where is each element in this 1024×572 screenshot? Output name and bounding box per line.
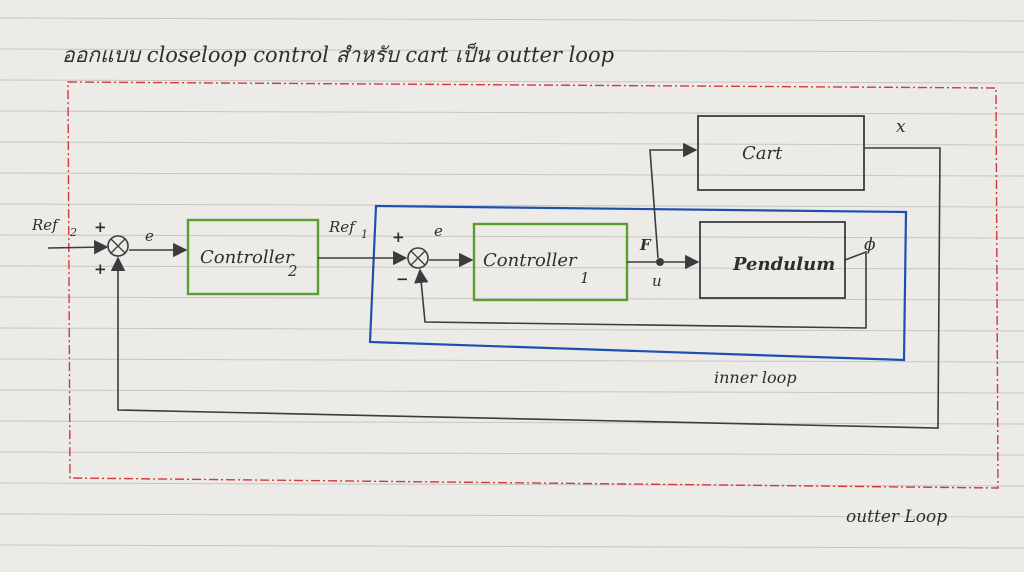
controller-2-label: Controller <box>200 247 295 268</box>
controller-2-subscript: 2 <box>287 262 298 280</box>
inner-loop-border <box>368 204 908 362</box>
u-branch-point <box>656 258 664 266</box>
ruled-line <box>0 234 1024 239</box>
ruled-line <box>0 17 1024 22</box>
diagram-title: ออกแบบ closeloop control สำหรับ cart เป็… <box>62 42 614 67</box>
ruled-lines <box>0 17 1024 549</box>
ref1-subscript: 1 <box>361 228 368 241</box>
ruled-line <box>0 451 1024 456</box>
force-label: F <box>639 236 652 254</box>
ruled-line <box>0 482 1024 487</box>
u-to-cart-wire <box>649 142 698 259</box>
ref1-label: Ref <box>328 218 357 236</box>
inner-loop-label: inner loop <box>714 368 797 387</box>
ruled-line <box>0 358 1024 363</box>
ruled-line <box>0 79 1024 84</box>
inner-minus-sign: − <box>396 270 409 288</box>
phi-feedback-wire <box>414 250 867 329</box>
ruled-line <box>0 265 1024 270</box>
ruled-line <box>0 172 1024 177</box>
outer-plus-bottom-sign: + <box>94 260 107 278</box>
ruled-line <box>0 110 1024 115</box>
ruled-line <box>0 389 1024 394</box>
inner-plus-sign: + <box>392 228 405 246</box>
controller-1-subscript: 1 <box>580 269 590 287</box>
pendulum-output-label: ϕ <box>864 235 876 255</box>
pendulum-label: Pendulum <box>732 254 835 275</box>
x-feedback-wire <box>110 147 941 429</box>
ruled-line <box>0 48 1024 53</box>
ref2-label: Ref <box>31 216 60 234</box>
cart-label: Cart <box>742 143 783 164</box>
controller-1-label: Controller <box>483 250 578 271</box>
ruled-line <box>0 296 1024 301</box>
outer-loop-label: outter Loop <box>846 507 947 527</box>
outer-error-label: e <box>145 227 154 245</box>
ruled-line <box>0 544 1024 549</box>
outer-summing-junction <box>107 235 129 257</box>
controller-2-block <box>186 218 320 296</box>
ruled-line <box>0 513 1024 518</box>
cart-output-label: x <box>896 117 906 137</box>
outer-loop-border <box>67 81 999 489</box>
cart-block <box>697 115 865 191</box>
inner-error-label: e <box>434 222 443 240</box>
ruled-line <box>0 327 1024 332</box>
ruled-line <box>0 203 1024 208</box>
inner-summing-junction <box>407 247 429 269</box>
ruled-line <box>0 420 1024 425</box>
ruled-line <box>0 141 1024 146</box>
ref2-subscript: 2 <box>69 226 77 239</box>
control-input-label: u <box>652 272 662 290</box>
ref2-wire <box>47 240 109 255</box>
outer-plus-top-sign: + <box>94 218 107 236</box>
